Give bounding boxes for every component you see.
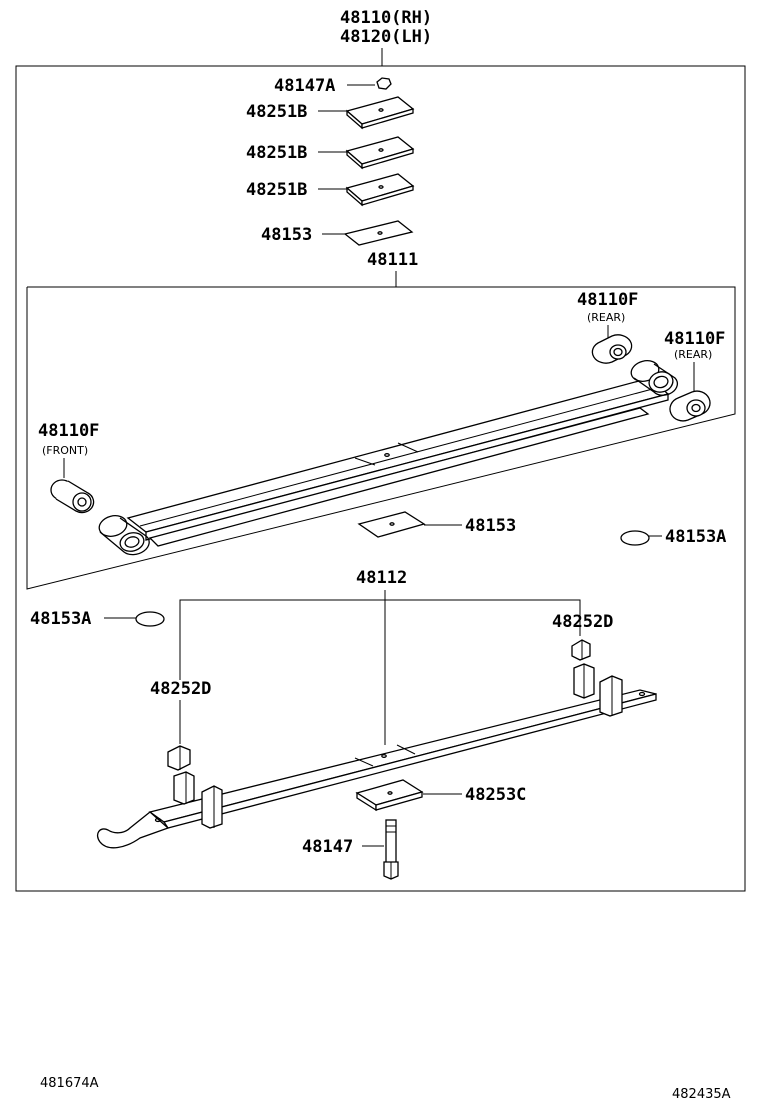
nut-part bbox=[376, 77, 392, 90]
helper-leaf-spring bbox=[96, 663, 657, 849]
label-plate-2: 48251B bbox=[246, 143, 307, 163]
plate-2-part bbox=[345, 136, 415, 170]
bush-rear-2-part bbox=[669, 390, 711, 422]
label-plate-inner: 48153 bbox=[465, 516, 516, 536]
label-disc-right: 48153A bbox=[665, 527, 726, 547]
label-spring-sub: 48112 bbox=[356, 568, 407, 588]
label-bush-rear-1: 48110F bbox=[577, 290, 638, 310]
label-bolt: 48147 bbox=[302, 837, 353, 857]
bolt-part bbox=[383, 819, 399, 880]
label-bush-front-note: (FRONT) bbox=[42, 444, 88, 457]
main-leaf-spring bbox=[98, 360, 679, 556]
label-nut: 48147A bbox=[274, 76, 335, 96]
disc-left-part bbox=[135, 611, 165, 627]
label-bush-rear-2-note: (REAR) bbox=[674, 348, 712, 361]
inner-frame bbox=[26, 286, 736, 590]
assembly-label-lh: 48120(LH) bbox=[340, 27, 432, 47]
label-bush-rear-1-note: (REAR) bbox=[587, 311, 625, 324]
plate-1-part bbox=[345, 96, 415, 130]
outer-frame bbox=[15, 65, 746, 892]
label-spring-main: 48111 bbox=[367, 250, 418, 270]
assembly-label-rh: 48110(RH) bbox=[340, 8, 432, 28]
plate-lower-part bbox=[355, 779, 424, 812]
clip-left-part bbox=[167, 745, 191, 771]
plate-inner-part bbox=[357, 511, 426, 538]
label-clip-right: 48252D bbox=[552, 612, 613, 632]
diagram-code-left: 481674A bbox=[40, 1076, 99, 1091]
plate-3-part bbox=[345, 173, 415, 207]
bracket-spring-sub bbox=[179, 599, 581, 680]
label-clip-left: 48252D bbox=[150, 679, 211, 699]
label-plate-1: 48251B bbox=[246, 102, 307, 122]
label-plate-lower: 48253C bbox=[465, 785, 526, 805]
label-plate-4: 48153 bbox=[261, 225, 312, 245]
plate-4-part bbox=[343, 220, 414, 246]
label-disc-left: 48153A bbox=[30, 609, 91, 629]
label-plate-3: 48251B bbox=[246, 180, 307, 200]
bush-front-part bbox=[50, 479, 95, 514]
bush-rear-1-part bbox=[591, 334, 633, 364]
label-bush-rear-2: 48110F bbox=[664, 329, 725, 349]
clip-right-part bbox=[571, 639, 591, 661]
diagram-code-right: 482435A bbox=[672, 1087, 731, 1102]
disc-right-part bbox=[620, 530, 650, 546]
label-bush-front: 48110F bbox=[38, 421, 99, 441]
